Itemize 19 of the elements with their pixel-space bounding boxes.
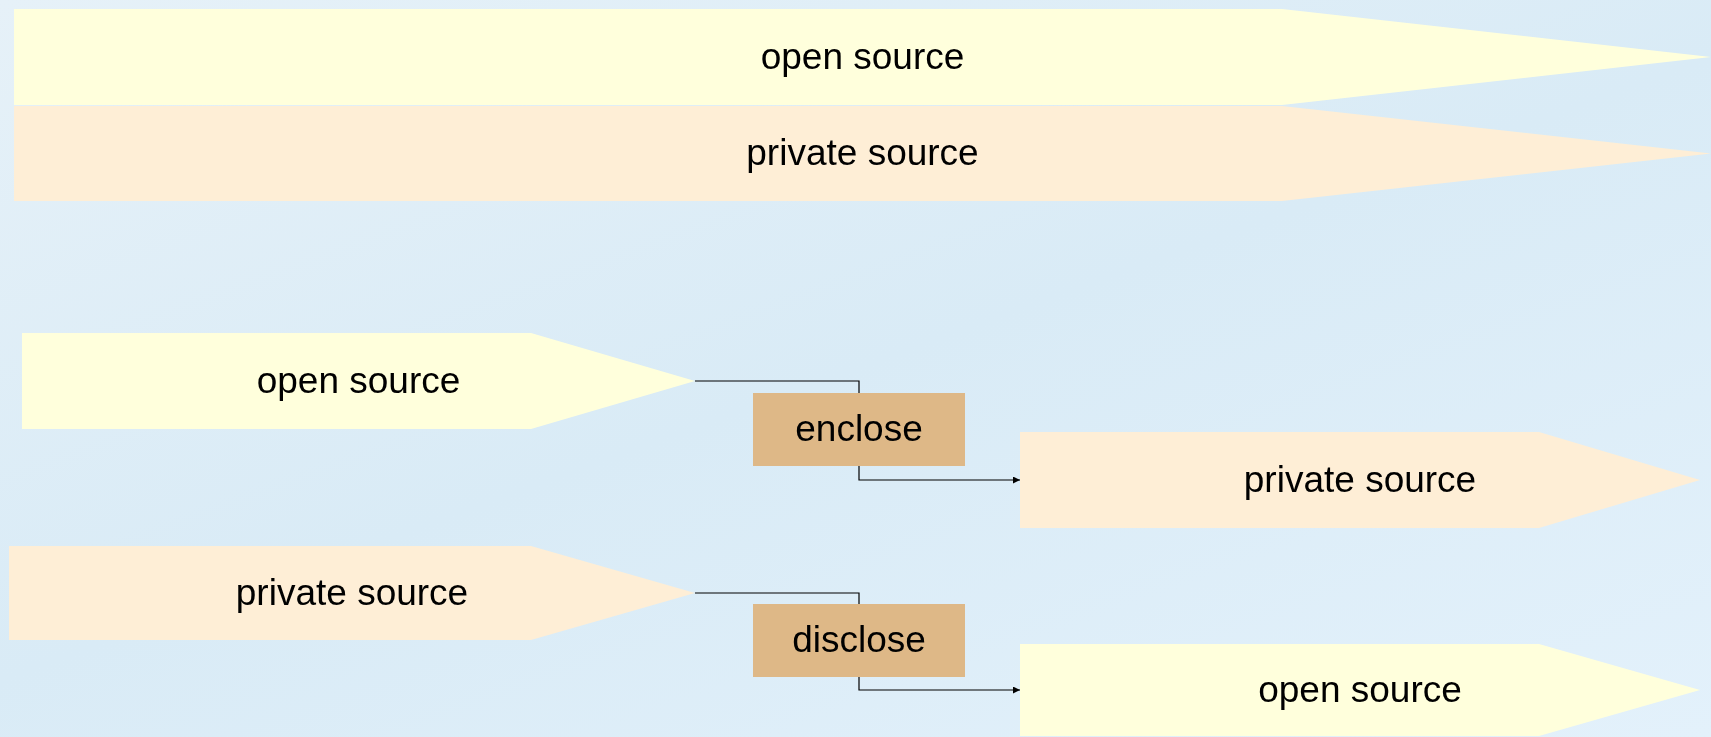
action-box <box>753 393 965 466</box>
arrow-band <box>1020 432 1700 528</box>
connector <box>858 465 1021 484</box>
connector <box>694 592 860 605</box>
arrow-band <box>1020 644 1700 736</box>
node-label: open source <box>256 360 461 402</box>
node-label: private source <box>235 572 469 614</box>
arrow-band <box>14 106 1711 201</box>
action-box <box>753 604 965 677</box>
arrow-band <box>9 546 695 640</box>
node-label: open source <box>760 36 965 78</box>
node-label: disclose <box>792 620 926 661</box>
connector <box>858 676 1021 694</box>
arrow-band <box>22 333 695 429</box>
node-label: private source <box>1243 459 1477 501</box>
node-label: enclose <box>795 409 923 450</box>
node-label: open source <box>1258 669 1462 711</box>
connector <box>694 380 860 394</box>
node-label: private source <box>746 133 979 174</box>
